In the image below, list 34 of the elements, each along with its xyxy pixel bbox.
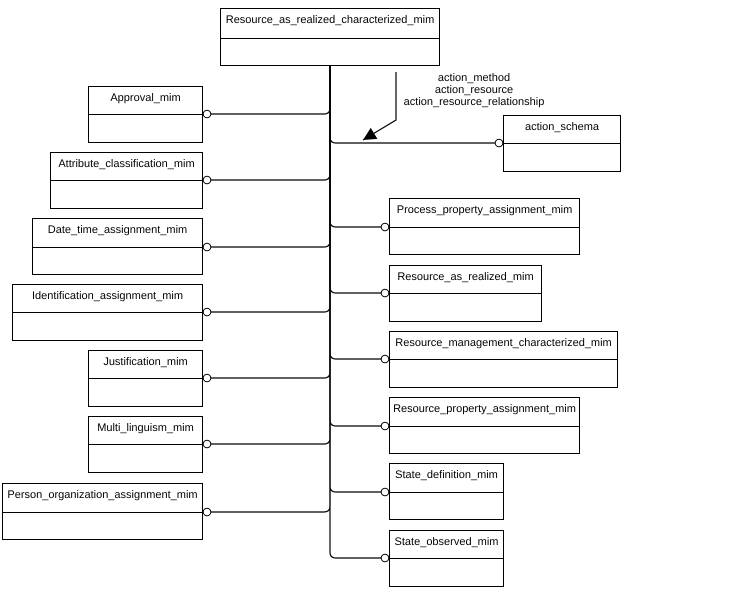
- schema-name: Attribute_classification_mim: [58, 158, 195, 170]
- schema-name: Date_time_assignment_mim: [48, 224, 188, 236]
- entity-box: [389, 198, 580, 255]
- entity-box: [32, 218, 203, 275]
- entity-box: [88, 86, 203, 143]
- schema-name: Identification_assignment_mim: [32, 290, 184, 302]
- schema-name: action_schema: [525, 121, 599, 133]
- annotation-text: action_method: [438, 72, 510, 84]
- entity-box: [88, 350, 203, 407]
- schema-name: State_definition_mim: [395, 469, 498, 481]
- entity-box: [220, 8, 440, 66]
- entity-box: [389, 397, 580, 454]
- schema-name: Approval_mim: [110, 92, 181, 104]
- entity-box: [389, 331, 618, 388]
- schema-name: Person_organization_assignment_mim: [7, 489, 198, 501]
- entity-box: [88, 416, 203, 473]
- entity-box: [389, 463, 504, 520]
- schema-name: Resource_management_characterized_mim: [395, 337, 612, 349]
- entity-box: [389, 265, 542, 322]
- entity-box: [2, 483, 203, 540]
- schema-name: Process_property_assignment_mim: [396, 204, 572, 216]
- entity-box: [503, 115, 621, 172]
- schema-name: Resource_property_assignment_mim: [393, 403, 576, 415]
- schema-name: Resource_as_realized_characterized_mim: [226, 14, 434, 26]
- schema-name: Resource_as_realized_mim: [397, 271, 534, 283]
- entity-box: [50, 152, 203, 209]
- schema-name: State_observed_mim: [394, 536, 498, 548]
- entity-box: [389, 530, 504, 587]
- entity-box: [12, 284, 203, 341]
- annotation-text: action_resource_relationship: [404, 96, 544, 108]
- annotation-text: action_resource: [434, 84, 514, 96]
- schema-name: Justification_mim: [103, 356, 188, 368]
- schema-name: Multi_linguism_mim: [97, 422, 194, 434]
- leader-line: [362, 72, 397, 141]
